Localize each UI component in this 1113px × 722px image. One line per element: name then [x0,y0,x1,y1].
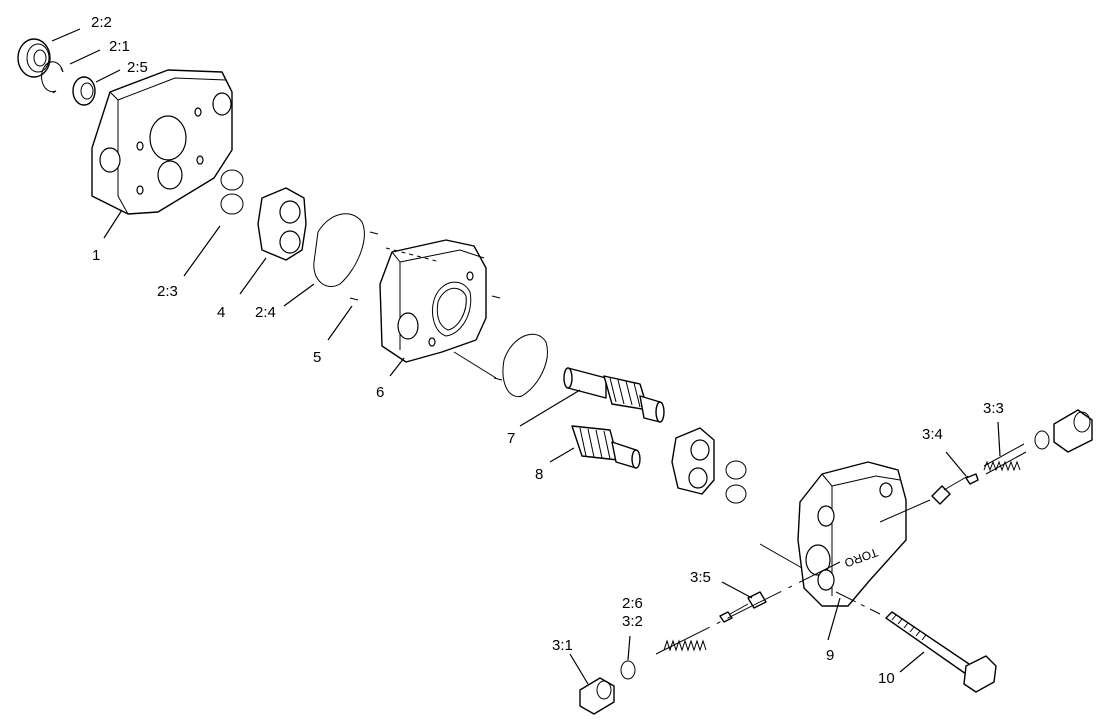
callout-2-6: 2:6 [622,595,643,612]
snap-ring-part [41,61,64,94]
rear-housing-part: TORO [797,461,907,607]
callout-7: 7 [507,430,515,447]
callout-6: 6 [376,384,384,401]
callout-10: 10 [878,670,895,687]
callout-9: 9 [826,647,834,664]
seal-part [17,38,51,78]
callout-5: 5 [313,349,321,366]
callout-2-4: 2:4 [255,304,276,321]
leader-lines [51,28,1001,685]
callout-labels: 2:2 2:1 2:5 1 2:3 4 2:4 5 6 7 8 3:4 3:3 … [91,14,1004,687]
spring-part [983,443,1027,475]
callout-8: 8 [535,466,543,483]
o-ring-part [620,660,636,680]
wear-plate-part [257,187,307,261]
o-ring-part [313,213,365,287]
plug-part [1053,409,1093,453]
callout-2-5: 2:5 [127,59,148,76]
gasket-part [220,169,244,215]
drive-gear-part [563,367,665,423]
callout-4: 4 [217,304,225,321]
gear-housing-part [379,239,487,363]
callout-2-2: 2:2 [91,14,112,31]
assembly-centerlines [385,247,931,655]
bearing-part [72,76,96,106]
callout-3-3: 3:3 [983,400,1004,417]
wear-plate-part [671,427,715,495]
spring-part [663,639,707,652]
callout-2-1: 2:1 [109,38,130,55]
bolt-part [885,611,997,693]
plug-part [579,677,615,715]
gasket-part [725,460,747,504]
callout-2-3: 2:3 [157,283,178,300]
relief-valve-part [931,473,979,505]
o-ring-part [502,333,548,398]
callout-3-1: 3:1 [552,637,573,654]
front-plate-part [91,69,233,215]
callout-3-5: 3:5 [690,569,711,586]
poppet-part [719,591,767,623]
o-ring-part [1034,430,1050,450]
callout-1: 1 [92,247,100,264]
callout-3-4: 3:4 [922,426,943,443]
dowel-pin-part [349,231,503,381]
driven-gear-part [571,425,641,469]
callout-3-2: 3:2 [622,613,643,630]
